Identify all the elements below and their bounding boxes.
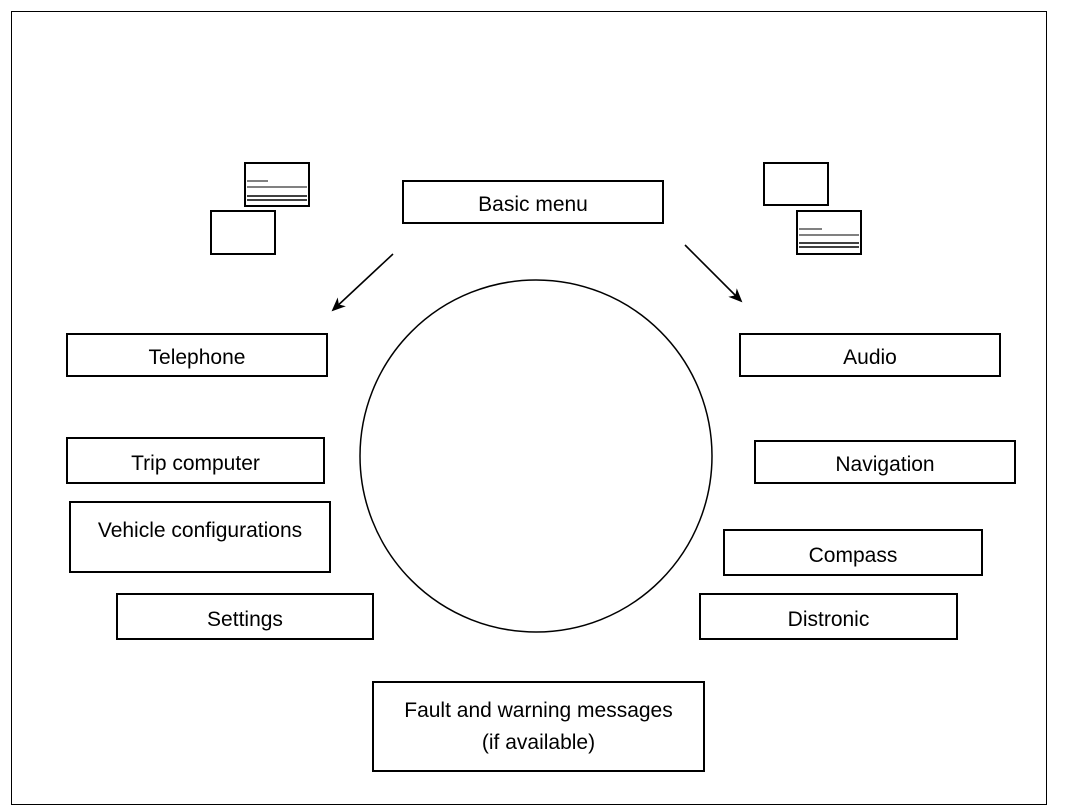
arrow-down-left-icon xyxy=(331,253,394,312)
telephone-label: Telephone xyxy=(148,346,246,370)
fault-warning-line2: (if available) xyxy=(481,730,596,754)
telephone-box: Telephone xyxy=(66,333,328,377)
vehicle-configurations-label: Vehicle configurations xyxy=(97,519,303,542)
trip-computer-box: Trip computer xyxy=(66,437,325,484)
compass-box: Compass xyxy=(723,529,983,576)
diagram-frame xyxy=(11,11,1047,805)
navigation-label: Navigation xyxy=(835,453,935,477)
fault-warning-box: Fault and warning messages (if available… xyxy=(372,681,705,772)
settings-box: Settings xyxy=(116,593,374,640)
distronic-box: Distronic xyxy=(699,593,958,640)
audio-box: Audio xyxy=(739,333,1001,377)
distronic-label: Distronic xyxy=(787,607,870,631)
basic-menu-box: Basic menu xyxy=(402,180,664,224)
navigation-box: Navigation xyxy=(754,440,1016,484)
arrow-down-right-icon xyxy=(684,244,743,303)
compass-label: Compass xyxy=(808,543,898,567)
audio-label: Audio xyxy=(843,346,897,370)
vehicle-configurations-box: Vehicle configurations xyxy=(69,501,331,573)
basic-menu-label: Basic menu xyxy=(478,193,588,217)
stacked-screens-icon-left xyxy=(210,162,310,255)
stacked-screens-icon-right xyxy=(763,162,862,255)
fault-warning-line1: Fault and warning messages xyxy=(404,698,673,722)
trip-computer-label: Trip computer xyxy=(131,451,260,475)
settings-label: Settings xyxy=(207,607,283,631)
rotary-circle xyxy=(359,279,713,633)
